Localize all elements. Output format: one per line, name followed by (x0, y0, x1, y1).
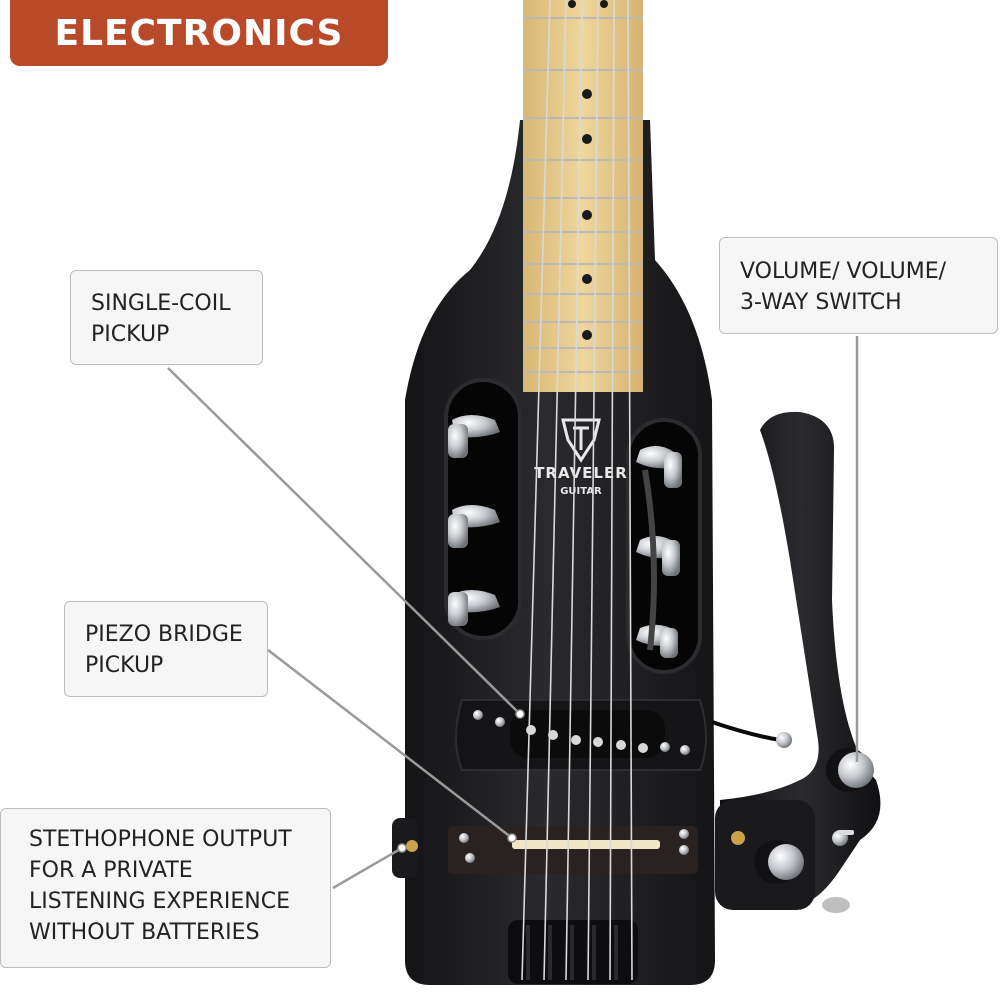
fret-markers (568, 0, 608, 340)
cable-jack (776, 732, 792, 748)
bridge-screws (459, 829, 689, 863)
section-banner: ELECTRONICS (10, 0, 388, 66)
arm-foot (822, 897, 850, 913)
cable (711, 720, 781, 742)
logo-brand: TRAVELER (534, 464, 628, 482)
pickup-screws (473, 710, 690, 755)
tailpiece-ridges (526, 925, 618, 980)
left-tuners (448, 415, 500, 626)
bridge-saddle (512, 840, 660, 849)
fretboard (523, 0, 643, 392)
three-way-switch (832, 830, 854, 846)
callout-single-coil-pickup: SINGLE-COIL PICKUP (70, 270, 263, 365)
logo-sub: GUITAR (560, 486, 602, 497)
output-jack (731, 831, 745, 845)
pole-pieces (526, 725, 648, 753)
volume-knob-1 (826, 748, 874, 792)
leader-lines (167, 336, 859, 890)
callout-stethophone-output: STETHOPHONE OUTPUT FOR A PRIVATE LISTENI… (0, 808, 331, 968)
volume-knob-2 (754, 840, 804, 884)
callout-piezo-bridge-pickup: PIEZO BRIDGE PICKUP (64, 601, 268, 697)
stethophone-jack (406, 840, 418, 852)
leader-dots (397, 709, 525, 853)
piezo-bridge (448, 826, 698, 874)
callout-volume-switch: VOLUME/ VOLUME/ 3-WAY SWITCH (719, 237, 998, 334)
strings (521, 0, 633, 981)
right-tuners (636, 446, 682, 658)
banner-label: ELECTRONICS (54, 12, 344, 54)
